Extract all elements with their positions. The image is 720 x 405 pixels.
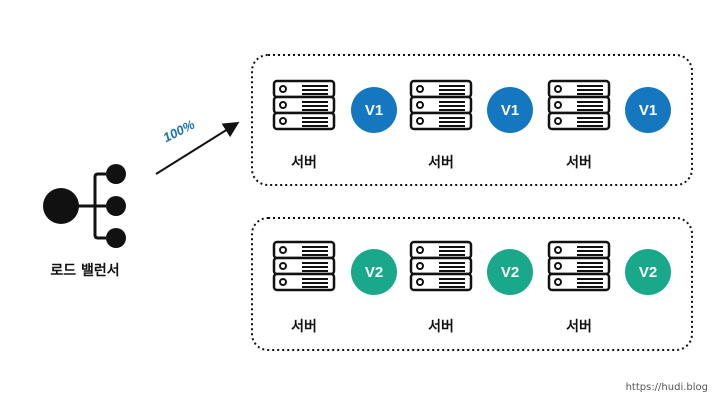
server-label: 서버 — [566, 155, 592, 171]
load-balancer-icon — [43, 164, 126, 248]
server-icon — [547, 240, 611, 292]
v2-badge: V2 — [351, 249, 397, 295]
server-label: 서버 — [566, 319, 592, 335]
server-icon — [409, 240, 473, 292]
traffic-arrow — [155, 121, 240, 175]
server-icon — [409, 79, 473, 131]
server-label: 서버 — [291, 155, 317, 171]
v1-badge: V1 — [351, 87, 397, 133]
v2-group-box — [251, 217, 693, 351]
server-icon — [272, 240, 336, 292]
server-label: 서버 — [291, 319, 317, 335]
server-label: 서버 — [428, 155, 454, 171]
server-icon — [272, 79, 336, 131]
v1-badge: V1 — [487, 87, 533, 133]
watermark-url: https://hudi.blog — [625, 382, 708, 393]
v1-group-box — [251, 54, 693, 186]
server-label: 서버 — [428, 319, 454, 335]
load-balancer-label: 로드 밸런서 — [50, 263, 120, 279]
server-icon — [547, 79, 611, 131]
v2-badge: V2 — [487, 249, 533, 295]
v2-badge: V2 — [625, 249, 671, 295]
v1-badge: V1 — [625, 87, 671, 133]
